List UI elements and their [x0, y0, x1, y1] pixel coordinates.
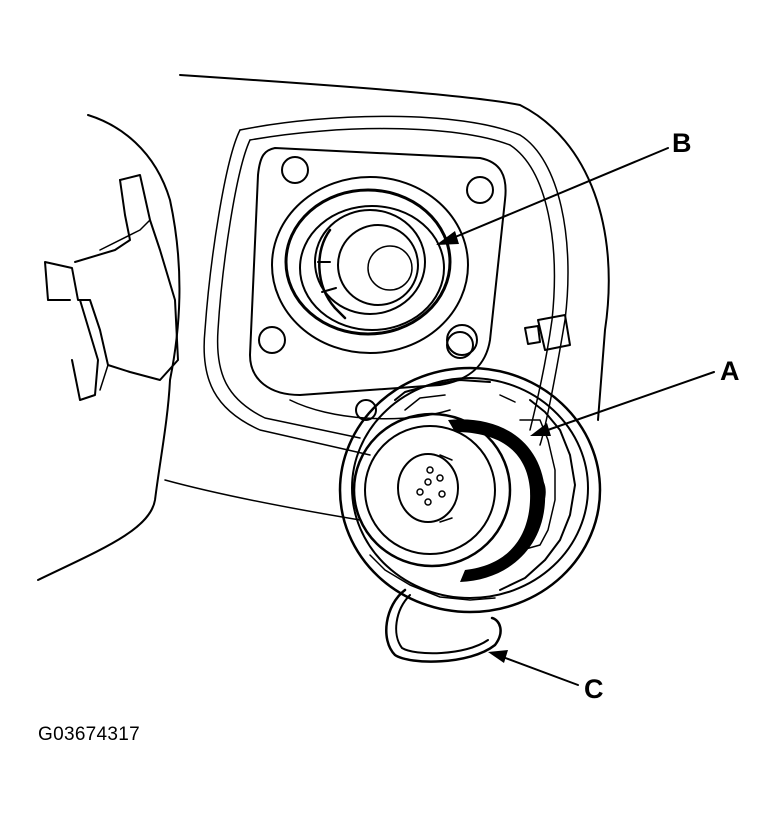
- arrowhead-a: [530, 423, 551, 436]
- callout-label-c: C: [584, 674, 604, 704]
- door-clip: [524, 314, 571, 351]
- cap-vent-hole: [424, 478, 432, 486]
- callout-label-a: A: [720, 356, 740, 386]
- leader-b: [447, 147, 669, 241]
- cap-vent-hole: [438, 490, 446, 498]
- arrowhead-c: [488, 650, 508, 663]
- tether-strap: [385, 588, 502, 663]
- callout-label-b: B: [672, 128, 692, 158]
- cap-vent-hole: [436, 474, 444, 482]
- cap-vent-hole: [426, 466, 434, 474]
- leader-a: [541, 371, 715, 433]
- hinge-bracket: [44, 174, 179, 401]
- body-panel-outline: [37, 74, 610, 581]
- arrowhead-b: [436, 231, 459, 245]
- cap-seal: [448, 419, 546, 582]
- filler-neck-opening: [271, 176, 469, 354]
- fuel-door-recess: [203, 115, 569, 456]
- leader-c: [499, 655, 579, 686]
- leader-lines: [436, 147, 715, 686]
- figure-id: G03674317: [38, 724, 141, 745]
- cap-vent-hole: [416, 488, 424, 496]
- fuel-cap: [338, 324, 602, 614]
- cap-vent-hole: [424, 498, 432, 506]
